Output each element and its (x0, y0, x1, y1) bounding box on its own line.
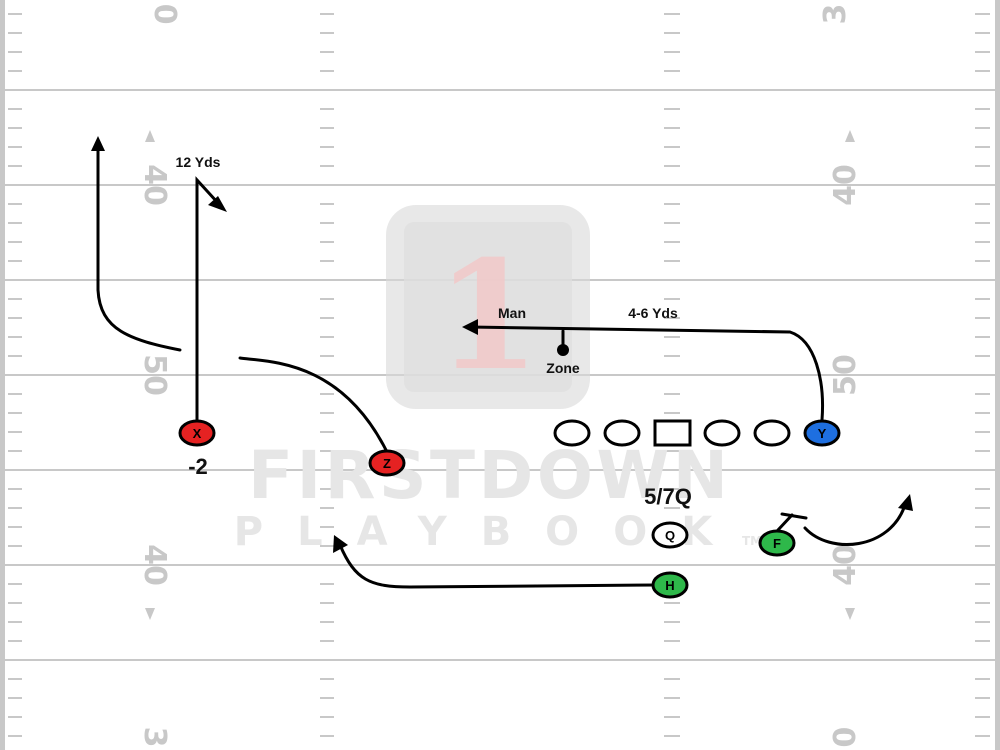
watermark-tm: TM (742, 534, 762, 548)
yard-number: 40 (137, 544, 172, 586)
player-q: Q (651, 521, 689, 549)
player-x: X (178, 419, 216, 447)
yard-number: 50 (137, 354, 172, 396)
yard-number: 40 (828, 544, 863, 586)
player-z: Z (368, 449, 406, 477)
player-x-label: X (193, 426, 202, 441)
player-h-label: H (665, 578, 674, 593)
x-route (195, 176, 220, 422)
zone-point-icon (557, 344, 569, 356)
yard-number: 0 (147, 4, 182, 25)
player-q-marker (651, 521, 689, 549)
f-release-route (803, 503, 907, 546)
annotation-minus-two: -2 (188, 454, 208, 479)
player-z-marker (368, 449, 406, 477)
yard-number: 0 (828, 727, 863, 748)
logo-digit: 1 (436, 228, 540, 404)
right-tackle (753, 419, 791, 447)
direction-arrow-icon (145, 130, 155, 142)
yard-number: 40 (828, 164, 863, 206)
annotation-zone: Zone (546, 360, 580, 376)
player-y: Y (803, 419, 841, 447)
player-f-marker (758, 529, 796, 557)
y-route (468, 325, 824, 422)
logo-inner (404, 222, 572, 392)
watermark-line2: PLAYBOOK (234, 509, 746, 555)
right-guard (703, 419, 741, 447)
annotation-man: Man (498, 305, 526, 321)
direction-arrow-icon (145, 608, 155, 620)
player-f-label: F (773, 536, 781, 551)
arrowhead-icon (91, 136, 105, 151)
player-q-label: Q (665, 528, 675, 543)
arrowhead-icon (333, 535, 348, 553)
arrowheads (91, 136, 913, 553)
player-z-label: Z (383, 456, 391, 471)
watermark-logo: 1 (386, 205, 590, 409)
arrowhead-icon (208, 196, 227, 212)
direction-arrow-icon (845, 130, 855, 142)
player-x-marker (178, 419, 216, 447)
yard-number: 3 (818, 4, 853, 25)
watermark-text: FIRSTDOWN PLAYBOOK TM (234, 437, 762, 555)
arrowhead-icon (462, 319, 478, 335)
player-y-marker (803, 419, 841, 447)
direction-arrow-icon (845, 608, 855, 620)
arrowhead-icon (898, 494, 913, 511)
h-route (338, 543, 659, 589)
left-tackle (553, 419, 591, 447)
direction-arrows (145, 130, 855, 620)
watermark-line1: FIRSTDOWN (248, 437, 728, 514)
center (653, 419, 692, 447)
offensive-line (553, 419, 791, 447)
hash-marks (8, 13, 990, 737)
annotation-12-yds: 12 Yds (176, 154, 221, 170)
player-h-marker (651, 571, 689, 599)
yard-number: 40 (137, 164, 172, 206)
yard-number: 50 (828, 354, 863, 396)
f-block-bar (780, 512, 808, 520)
yard-numbers: 0 3 40 40 50 50 40 40 3 0 (137, 4, 863, 748)
routes (96, 146, 907, 589)
player-f: F (758, 529, 796, 557)
annotation-protection: 5/7Q (644, 484, 692, 509)
player-h: H (651, 571, 689, 599)
yard-number: 3 (137, 727, 172, 748)
player-y-label: Y (818, 426, 827, 441)
left-guard (603, 419, 641, 447)
z-route (96, 146, 388, 452)
f-block-stem (776, 513, 794, 532)
annotation-4-6-yds: 4-6 Yds (628, 305, 678, 321)
